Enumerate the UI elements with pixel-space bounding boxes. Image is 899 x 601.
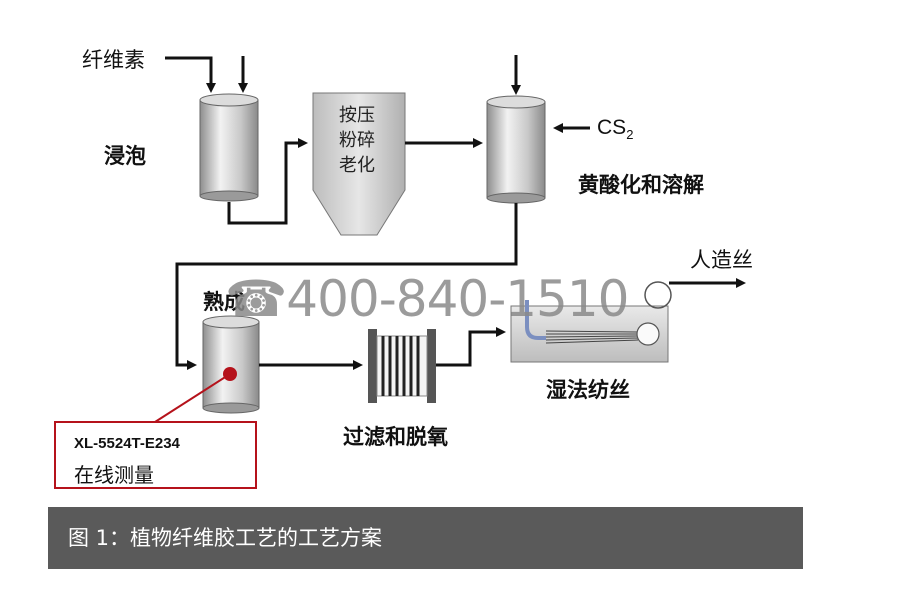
sensor-model: XL-5524T-E234 — [74, 435, 180, 452]
crush-text: 粉碎 — [339, 130, 375, 151]
figure-caption: 图 1：植物纤维胶工艺的工艺方案 — [68, 526, 383, 550]
xanthation-label: 黄酸化和溶解 — [578, 173, 704, 197]
ripening-vessel — [202, 315, 260, 414]
sensor-callout: XL-5524T-E234 在线测量 — [54, 421, 257, 489]
cs2-label: CS2 — [597, 116, 634, 143]
xanthation-vessel — [486, 95, 546, 204]
sensor-marker — [223, 367, 237, 381]
rayon-label: 人造丝 — [690, 248, 753, 272]
spinning-bath — [510, 281, 672, 363]
phone-icon: ☎ — [225, 270, 287, 328]
ripening-label: 熟成 — [203, 290, 245, 314]
soaking-vessel — [199, 93, 259, 202]
phone-number: 400-840-1510 — [286, 270, 629, 328]
figure-caption-bar: 图 1：植物纤维胶工艺的工艺方案 — [48, 507, 803, 569]
sensor-leader-line — [154, 373, 231, 423]
soaking-label: 浸泡 — [104, 144, 146, 168]
filter-deaerate-label: 过滤和脱氧 — [343, 425, 448, 449]
press-crush-hopper — [312, 92, 406, 236]
press-text: 按压 — [339, 105, 375, 126]
cellulose-feed-line — [165, 56, 216, 93]
filter-coil — [368, 329, 436, 403]
phone-watermark: ☎400-840-1510 — [225, 270, 629, 328]
aging-text: 老化 — [339, 155, 375, 176]
press-crush-aging-label: 按压 粉碎 老化 — [326, 103, 388, 178]
xanthation-to-ripening-line — [175, 203, 518, 370]
cellulose-label: 纤维素 — [82, 48, 145, 72]
filter-to-spinning-line — [436, 327, 506, 367]
wet-spinning-label: 湿法纺丝 — [546, 378, 630, 402]
sensor-description: 在线测量 — [74, 463, 154, 487]
soak-to-press-line — [227, 138, 308, 225]
